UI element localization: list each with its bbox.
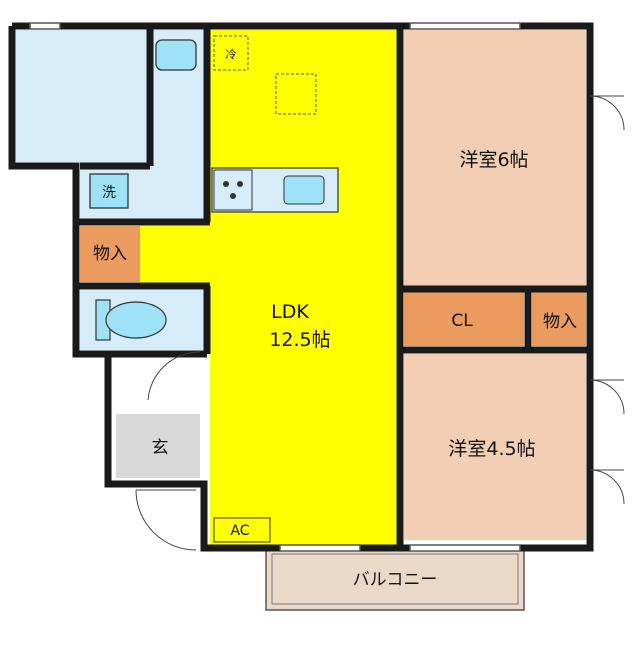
western-room-6-label: 洋室6帖 [459,149,528,171]
toilet-room [80,290,206,350]
western-room-6: 洋室6帖 [404,30,586,286]
walls [8,22,594,552]
fridge-label: 冷 [226,48,237,61]
wash-room: 洗 [16,30,210,220]
stove-icon [213,169,253,211]
windows [29,22,521,552]
storage-left: 物入 [80,226,140,282]
fridge-icon [213,35,249,71]
aircon-label: AC [230,523,249,539]
door-swings [135,95,625,551]
ldk-size: 12.5帖 [269,329,330,351]
storage-left-label: 物入 [93,244,127,264]
washer-label: 洗 [102,185,116,201]
storage-right-label: 物入 [543,312,577,332]
aircon-icon [213,517,271,543]
western-room-45-label: 洋室4.5帖 [448,438,535,460]
balcony: バルコニー [265,547,525,611]
entrance-label: 玄 [152,438,169,458]
ldk-name: LDK [271,301,309,323]
sink-icon [283,175,325,205]
balcony-label: バルコニー [353,570,438,590]
closet: CL [404,292,524,346]
western-room-45: 洋室4.5帖 [404,354,586,540]
entrance: 玄 [112,356,202,480]
storage-right: 物入 [532,292,586,346]
toilet-sink-icon [155,39,197,71]
closet-label: CL [451,311,473,331]
ldk-room: 冷 LDK 12.5帖 AC [140,30,400,546]
